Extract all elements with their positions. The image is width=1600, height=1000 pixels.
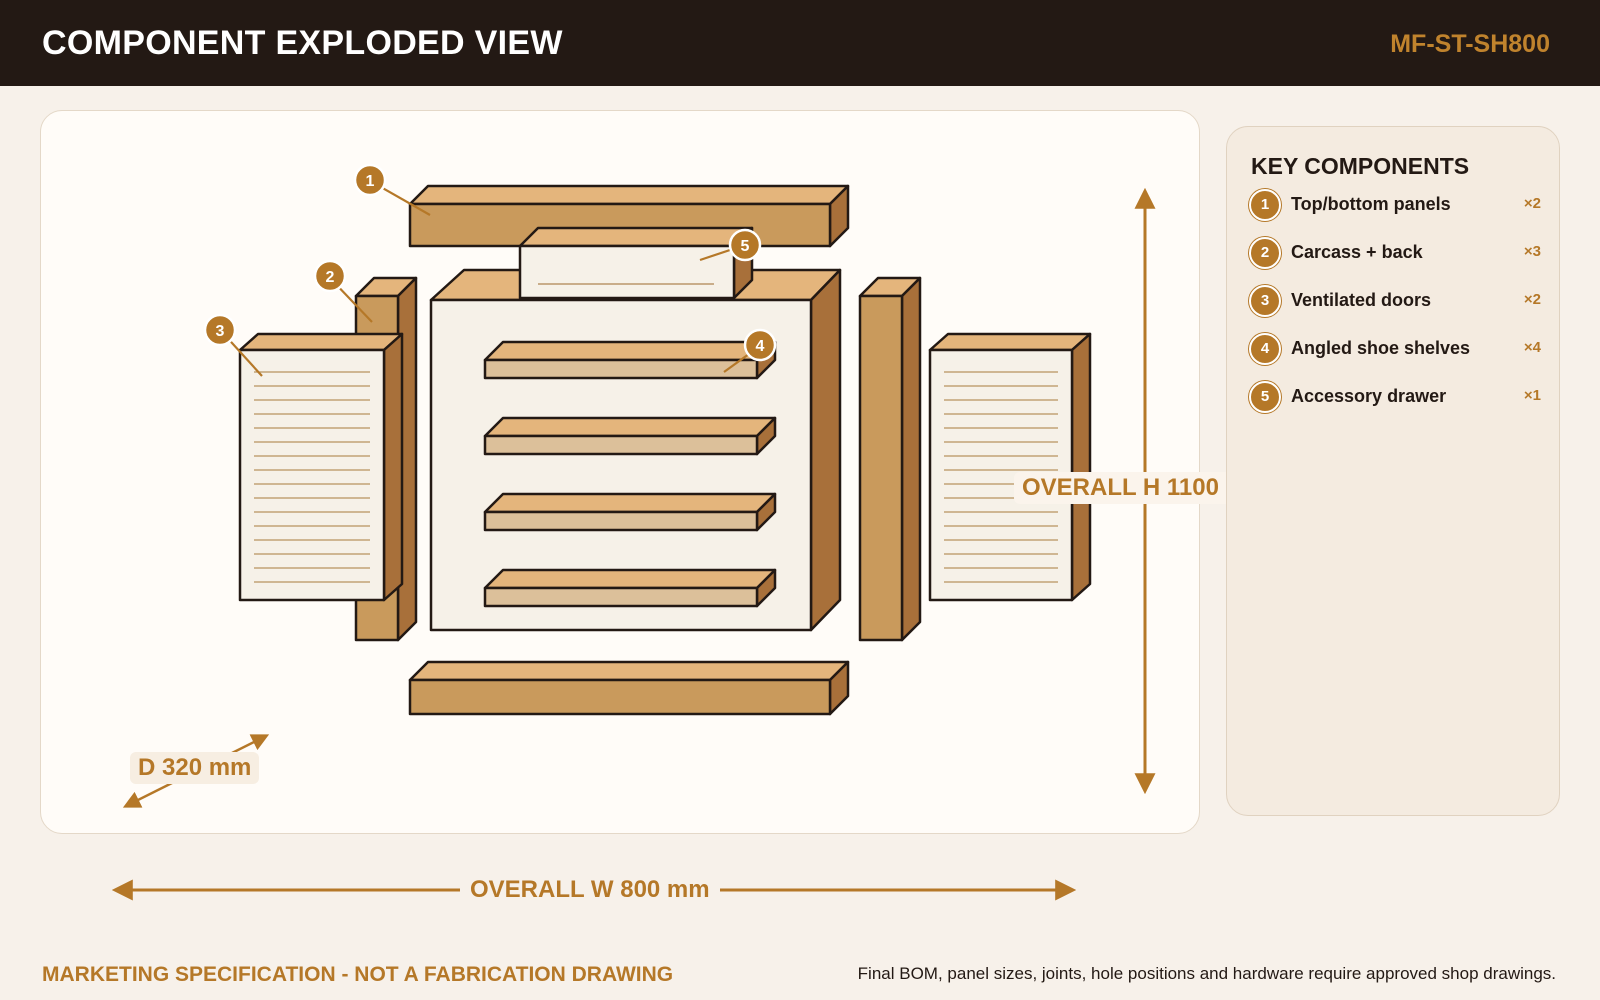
key-components-panel: KEY COMPONENTS 1 Top/bottom panels ×2 2 … bbox=[1226, 126, 1560, 816]
component-number-badge: 5 bbox=[1249, 381, 1281, 413]
shoe-shelf-3 bbox=[483, 492, 777, 532]
component-number-badge: 3 bbox=[1249, 285, 1281, 317]
shop-drawing-note: Final BOM, panel sizes, joints, hole pos… bbox=[857, 964, 1556, 983]
callout-3-label: 3 bbox=[216, 323, 225, 340]
component-item: 2 Carcass + back ×3 bbox=[1249, 237, 1541, 269]
component-item: 1 Top/bottom panels ×2 bbox=[1249, 189, 1541, 221]
component-item: 4 Angled shoe shelves ×4 bbox=[1249, 333, 1541, 365]
component-label: Accessory drawer bbox=[1291, 386, 1447, 406]
component-quantity: ×1 bbox=[1523, 387, 1541, 404]
component-quantity: ×4 bbox=[1523, 339, 1541, 356]
callout-5: 5 bbox=[728, 228, 762, 262]
component-quantity: ×3 bbox=[1523, 243, 1541, 260]
left-door-vents bbox=[254, 371, 370, 583]
shoe-shelf-4 bbox=[483, 568, 777, 608]
callout-1-label: 1 bbox=[366, 173, 375, 190]
callout-2: 2 bbox=[313, 259, 347, 293]
callout-1: 1 bbox=[353, 163, 387, 197]
component-label: Top/bottom panels bbox=[1291, 194, 1451, 214]
component-label: Carcass + back bbox=[1291, 242, 1423, 262]
page-title: COMPONENT EXPLODED VIEW bbox=[42, 24, 563, 62]
shoe-shelf-2 bbox=[483, 416, 777, 456]
callout-3: 3 bbox=[203, 313, 237, 347]
header-bar: COMPONENT EXPLODED VIEW MF-ST-SH800 bbox=[0, 0, 1600, 86]
width-dimension-label: OVERALL W 800 mm bbox=[460, 876, 720, 904]
callout-2-label: 2 bbox=[326, 269, 335, 286]
marketing-disclaimer: MARKETING SPECIFICATION - NOT A FABRICAT… bbox=[42, 963, 674, 986]
accessory-drawer bbox=[518, 226, 754, 300]
right-side-panel bbox=[858, 276, 922, 642]
component-number-badge: 2 bbox=[1249, 237, 1281, 269]
depth-dimension-label: D 320 mm bbox=[130, 752, 260, 784]
bottom-panel bbox=[408, 660, 850, 716]
component-number-badge: 4 bbox=[1249, 333, 1281, 365]
component-quantity: ×2 bbox=[1523, 195, 1541, 212]
callout-4: 4 bbox=[743, 328, 777, 362]
left-door bbox=[238, 332, 404, 602]
shoe-shelf-1 bbox=[483, 340, 777, 380]
callout-5-label: 5 bbox=[741, 238, 750, 255]
component-item: 3 Ventilated doors ×2 bbox=[1249, 285, 1541, 317]
component-label: Angled shoe shelves bbox=[1291, 338, 1471, 358]
right-door bbox=[928, 332, 1092, 602]
callout-4-label: 4 bbox=[756, 338, 765, 355]
component-item: 5 Accessory drawer ×1 bbox=[1249, 381, 1541, 413]
component-label: Ventilated doors bbox=[1291, 290, 1432, 310]
component-number-badge: 1 bbox=[1249, 189, 1281, 221]
key-components-title: KEY COMPONENTS bbox=[1251, 153, 1470, 179]
product-code: MF-ST-SH800 bbox=[1390, 30, 1550, 58]
component-quantity: ×2 bbox=[1523, 291, 1541, 308]
